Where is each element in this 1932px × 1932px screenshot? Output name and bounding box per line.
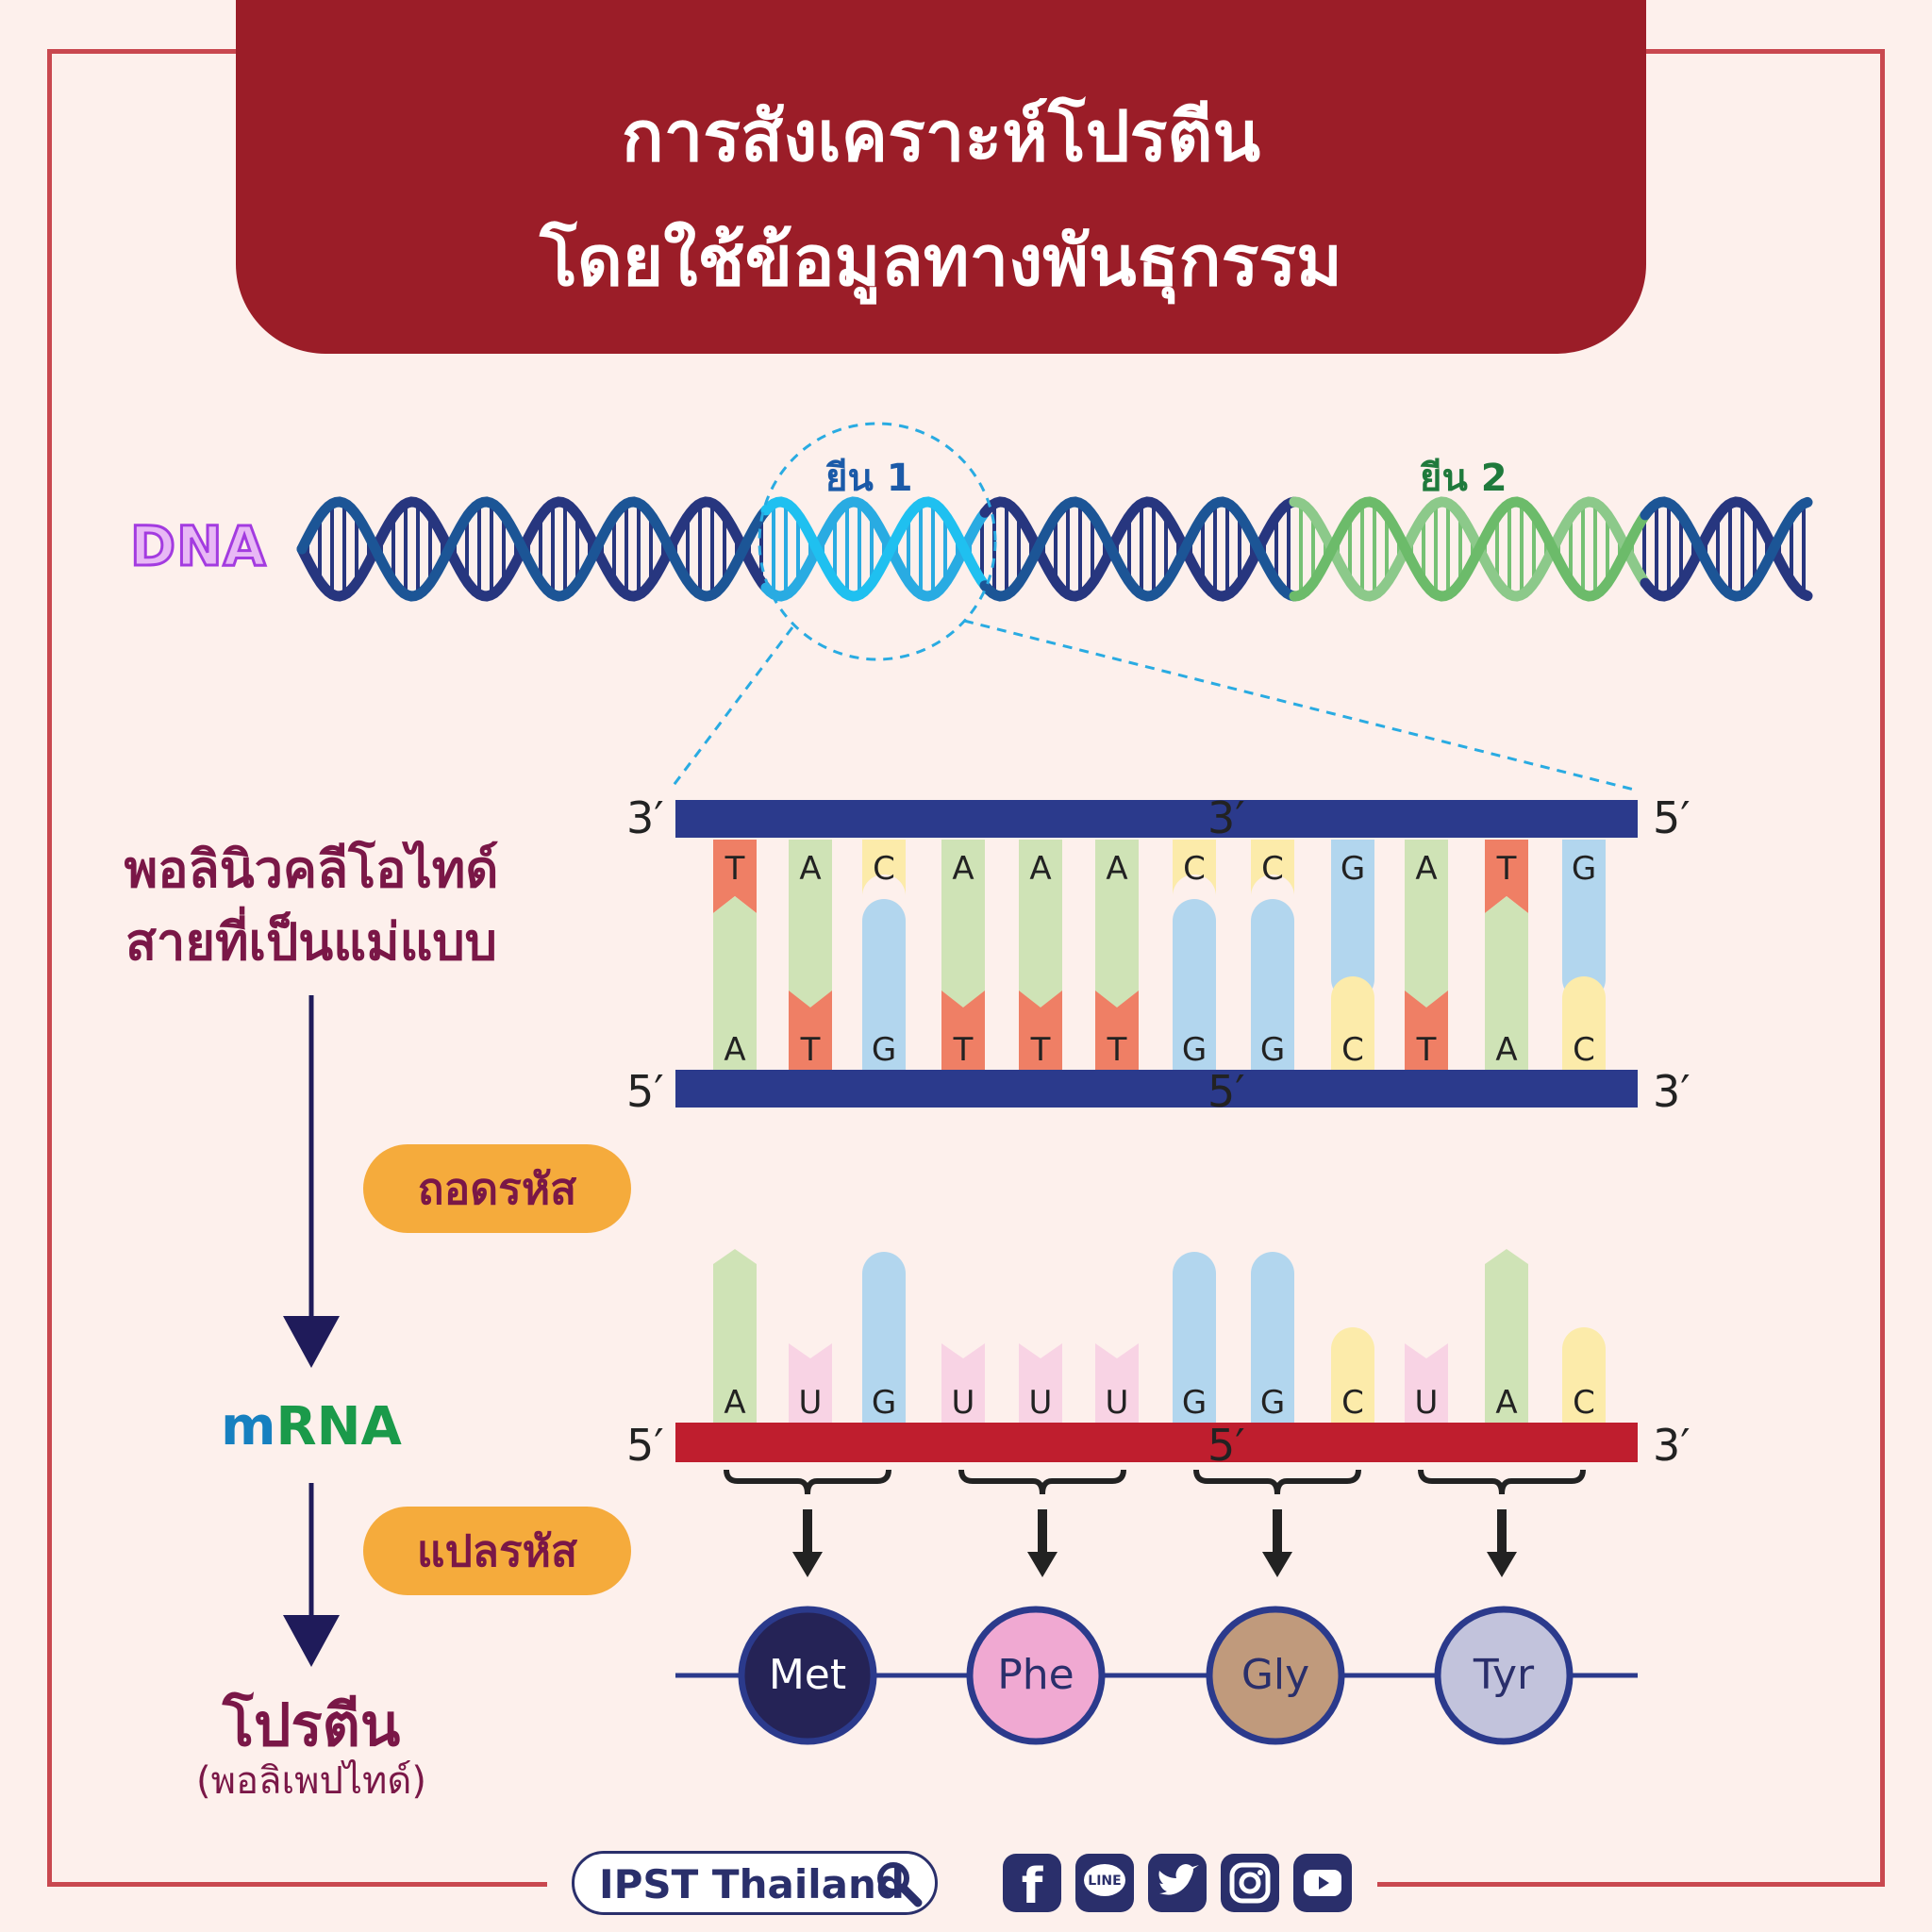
gene-2-label: ยีน 2 bbox=[1420, 457, 1507, 500]
svg-text:LINE: LINE bbox=[1088, 1874, 1121, 1889]
mrna-strand-right-end: 3′ bbox=[1653, 1420, 1690, 1471]
facebook-icon[interactable]: f bbox=[1003, 1854, 1061, 1915]
mrna-heading-rest: RNA bbox=[275, 1396, 402, 1457]
protein-heading: โปรตีน bbox=[222, 1690, 401, 1759]
translation-pill: แปลรหัส bbox=[363, 1507, 631, 1595]
brand-badge[interactable]: IPST Thailand bbox=[572, 1851, 938, 1915]
top-strand-mid-end: 3′ bbox=[1208, 792, 1245, 843]
gene-1-label: ยีน 1 bbox=[825, 457, 913, 500]
transcription-pill: ถอดรหัส bbox=[363, 1144, 631, 1233]
template-strand-heading-1: พอลินิวคลีโอไทด์ bbox=[124, 840, 499, 899]
svg-text:f: f bbox=[1022, 1858, 1044, 1912]
title-banner: การสังเคราะห์โปรตีน โดยใช้ข้อมูลทางพันธุ… bbox=[236, 0, 1646, 354]
youtube-icon[interactable] bbox=[1293, 1854, 1352, 1912]
instagram-icon[interactable] bbox=[1221, 1854, 1279, 1912]
mrna-heading-m: m bbox=[221, 1396, 276, 1457]
top-strand-right-end: 5′ bbox=[1653, 792, 1690, 843]
dna-label: DNA bbox=[129, 513, 268, 580]
title-line-2: โดยใช้ข้อมูลทางพันธุกรรม bbox=[540, 221, 1342, 302]
polypeptide-heading: (พอลิเพปไทด์) bbox=[195, 1759, 426, 1803]
template-strand-heading-2: สายที่เป็นแม่แบบ bbox=[125, 912, 497, 972]
twitter-icon[interactable] bbox=[1148, 1854, 1207, 1912]
magnifier-icon bbox=[877, 1862, 923, 1907]
line-icon[interactable]: LINE bbox=[1075, 1854, 1134, 1912]
bottom-strand-left-end: 5′ bbox=[626, 1066, 664, 1117]
brand-name: IPST Thailand bbox=[599, 1861, 905, 1907]
bottom-strand-right-end: 3′ bbox=[1653, 1066, 1690, 1117]
bottom-strand-mid-end: 5′ bbox=[1208, 1066, 1245, 1117]
mrna-strand-mid-end: 5′ bbox=[1208, 1420, 1245, 1471]
mrna-strand-left-end: 5′ bbox=[626, 1420, 664, 1471]
title-line-1: การสังเคราะห์โปรตีน bbox=[621, 96, 1261, 177]
mrna-heading: mRNA bbox=[66, 1396, 557, 1457]
top-strand-left-end: 3′ bbox=[626, 792, 664, 843]
